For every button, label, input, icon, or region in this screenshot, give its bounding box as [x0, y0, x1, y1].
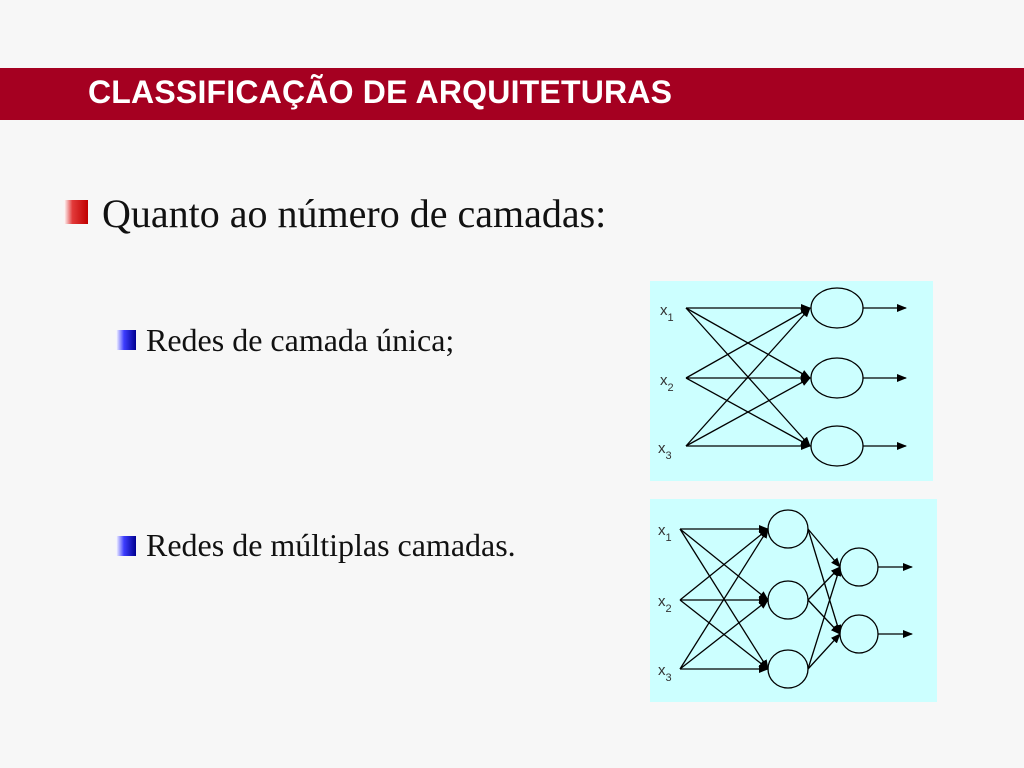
blue-square-bullet-icon — [116, 330, 136, 350]
main-bullet-text: Quanto ao número de camadas: — [102, 191, 607, 236]
input-x2-label: x2 — [658, 593, 672, 615]
sub-item-multi-layer: Redes de múltiplas camadas. — [146, 527, 516, 564]
multi-layer-network-diagram: x1 x2 x3 — [650, 499, 937, 702]
sub-item-single-label: Redes de camada única — [146, 322, 446, 358]
input-x3-label: x3 — [658, 440, 672, 462]
sub-item-single-layer: Redes de camada única; — [146, 322, 454, 359]
sub-item-multi-label: Redes de múltiplas camadas — [146, 527, 508, 563]
input-x3-label: x3 — [658, 662, 672, 684]
blue-square-bullet-icon — [116, 536, 136, 556]
slide-title: CLASSIFICAÇÃO DE ARQUITETURAS — [88, 74, 673, 110]
multi-layer-network-svg: x1 x2 x3 — [658, 509, 913, 689]
title-bar: CLASSIFICAÇÃO DE ARQUITETURAS — [0, 68, 1024, 120]
input-x2-label: x2 — [660, 372, 674, 394]
input-x1-label: x1 — [658, 522, 672, 544]
sub-item-single-suffix: ; — [445, 322, 455, 358]
red-square-bullet-icon — [64, 200, 88, 224]
single-layer-network-diagram: x1 x2 x3 — [650, 281, 933, 481]
single-layer-network-svg: x1 x2 x3 — [658, 287, 907, 467]
sub-item-multi-suffix: . — [507, 527, 516, 563]
input-x1-label: x1 — [660, 302, 674, 324]
